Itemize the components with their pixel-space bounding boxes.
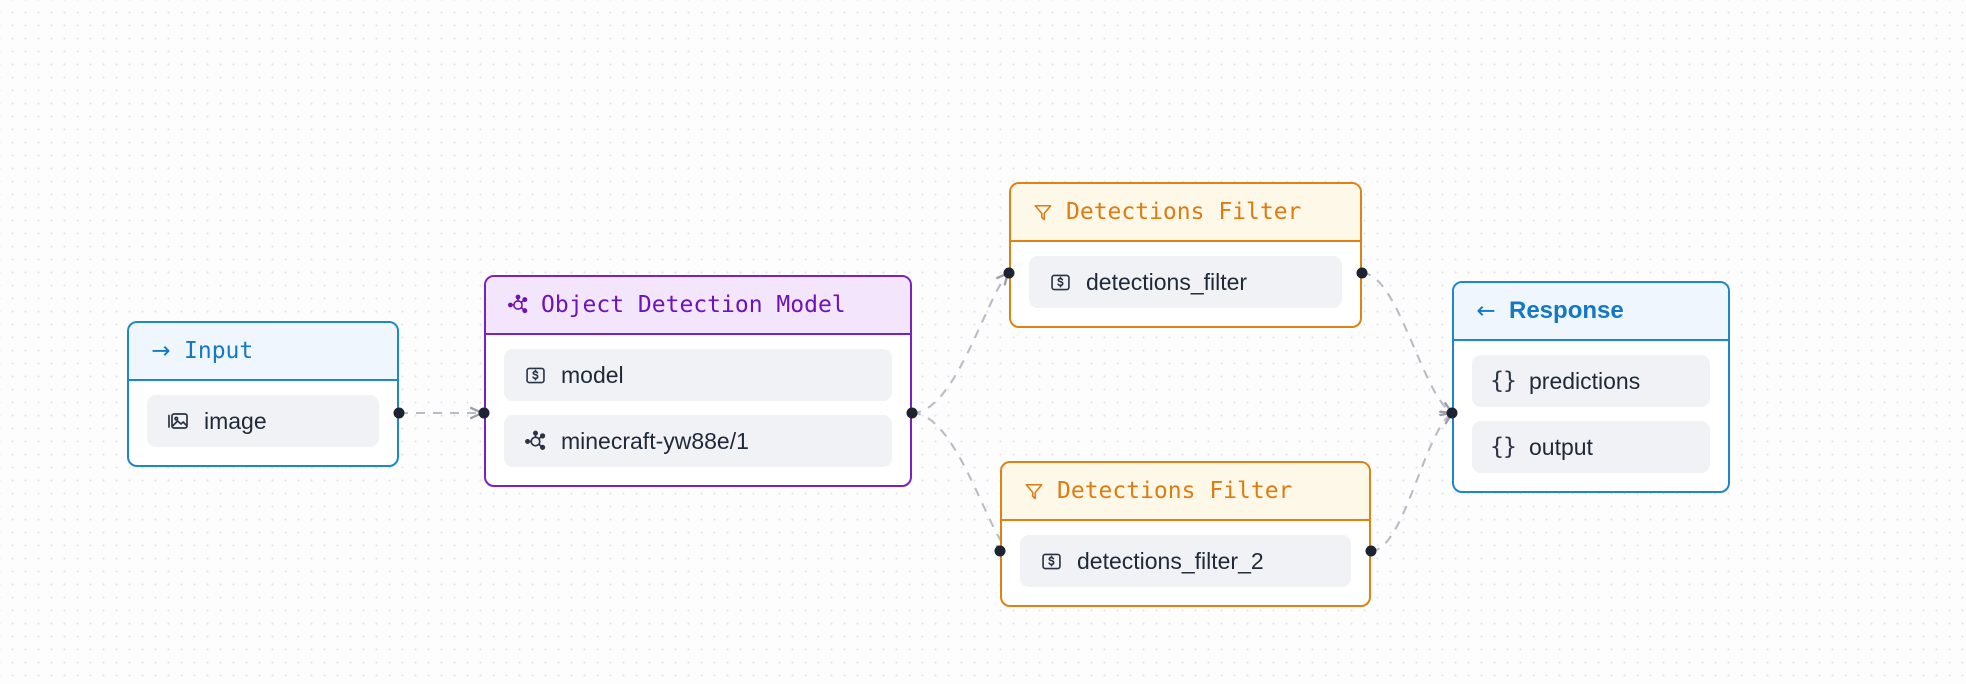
node-object-detection-model-header: Object Detection Model [486, 277, 910, 335]
node-detections-filter-2-body: detections_filter_2 [1002, 521, 1369, 605]
node-input-row-image-label: image [204, 407, 267, 434]
node-response-title: Response [1509, 297, 1624, 324]
node-input[interactable]: → Input image [127, 321, 399, 467]
node-response-row-predictions-label: predictions [1529, 367, 1641, 394]
node-input-title: Input [184, 338, 254, 364]
parameter-box-icon [522, 362, 548, 388]
handle-detections-filter-1-input[interactable] [1003, 267, 1015, 279]
funnel-filter-icon [1031, 200, 1055, 224]
node-detections-filter-1-row[interactable]: detections_filter [1029, 256, 1342, 308]
handle-response-input[interactable] [1446, 407, 1458, 419]
node-object-detection-model-body: model minecraft-yw88e [486, 335, 910, 485]
curly-braces-icon: {} [1490, 434, 1517, 460]
node-detections-filter-1-body: detections_filter [1011, 242, 1360, 326]
parameter-box-icon [1047, 269, 1073, 295]
node-detections-filter-1-header: Detections Filter [1011, 184, 1360, 242]
node-response-row-predictions[interactable]: {} predictions [1472, 355, 1710, 407]
node-input-body: image [129, 381, 397, 465]
node-object-detection-model-title: Object Detection Model [541, 292, 846, 318]
node-object-detection-model-row-version[interactable]: minecraft-yw88e/1 [504, 415, 892, 467]
node-object-detection-model-row-model[interactable]: model [504, 349, 892, 401]
edge-model-to-filter-2 [911, 411, 1008, 551]
handle-input-output[interactable] [393, 407, 405, 419]
handle-object-detection-model-output[interactable] [906, 407, 918, 419]
handle-detections-filter-1-output[interactable] [1356, 267, 1368, 279]
node-response-row-output-label: output [1529, 433, 1593, 460]
node-response-header: ← Response [1454, 283, 1728, 341]
node-detections-filter-1-title: Detections Filter [1066, 199, 1302, 225]
parameter-box-icon [1038, 548, 1064, 574]
image-stack-icon [165, 408, 191, 434]
node-input-header: → Input [129, 323, 397, 381]
edge-filter-1-to-response [1361, 271, 1452, 413]
arrow-right-icon: → [151, 337, 171, 364]
model-network-icon [522, 428, 548, 454]
node-response-body: {} predictions {} output [1454, 341, 1728, 491]
node-detections-filter-2-row[interactable]: detections_filter_2 [1020, 535, 1351, 587]
curly-braces-icon: {} [1490, 368, 1517, 394]
model-network-icon [506, 293, 530, 317]
node-detections-filter-1-row-label: detections_filter [1086, 268, 1248, 295]
node-detections-filter-2-header: Detections Filter [1002, 463, 1369, 521]
arrow-left-icon: ← [1476, 297, 1496, 324]
node-response-row-output[interactable]: {} output [1472, 421, 1710, 473]
node-detections-filter-2[interactable]: Detections Filter detections_filter_2 [1000, 461, 1371, 607]
funnel-filter-icon [1022, 479, 1046, 503]
handle-detections-filter-2-input[interactable] [994, 545, 1006, 557]
handle-detections-filter-2-output[interactable] [1365, 545, 1377, 557]
node-object-detection-model[interactable]: Object Detection Model model [484, 275, 912, 487]
node-input-row-image[interactable]: image [147, 395, 379, 447]
node-object-detection-model-row-model-label: model [561, 361, 624, 388]
node-object-detection-model-row-version-label: minecraft-yw88e/1 [561, 427, 749, 454]
node-detections-filter-1[interactable]: Detections Filter detections_filter [1009, 182, 1362, 328]
node-detections-filter-2-row-label: detections_filter_2 [1077, 547, 1264, 574]
edge-model-to-filter-1 [911, 273, 1008, 415]
edge-filter-2-to-response [1370, 413, 1452, 553]
node-response[interactable]: ← Response {} predictions {} output [1452, 281, 1730, 493]
node-detections-filter-2-title: Detections Filter [1057, 478, 1293, 504]
handle-object-detection-model-input[interactable] [478, 407, 490, 419]
